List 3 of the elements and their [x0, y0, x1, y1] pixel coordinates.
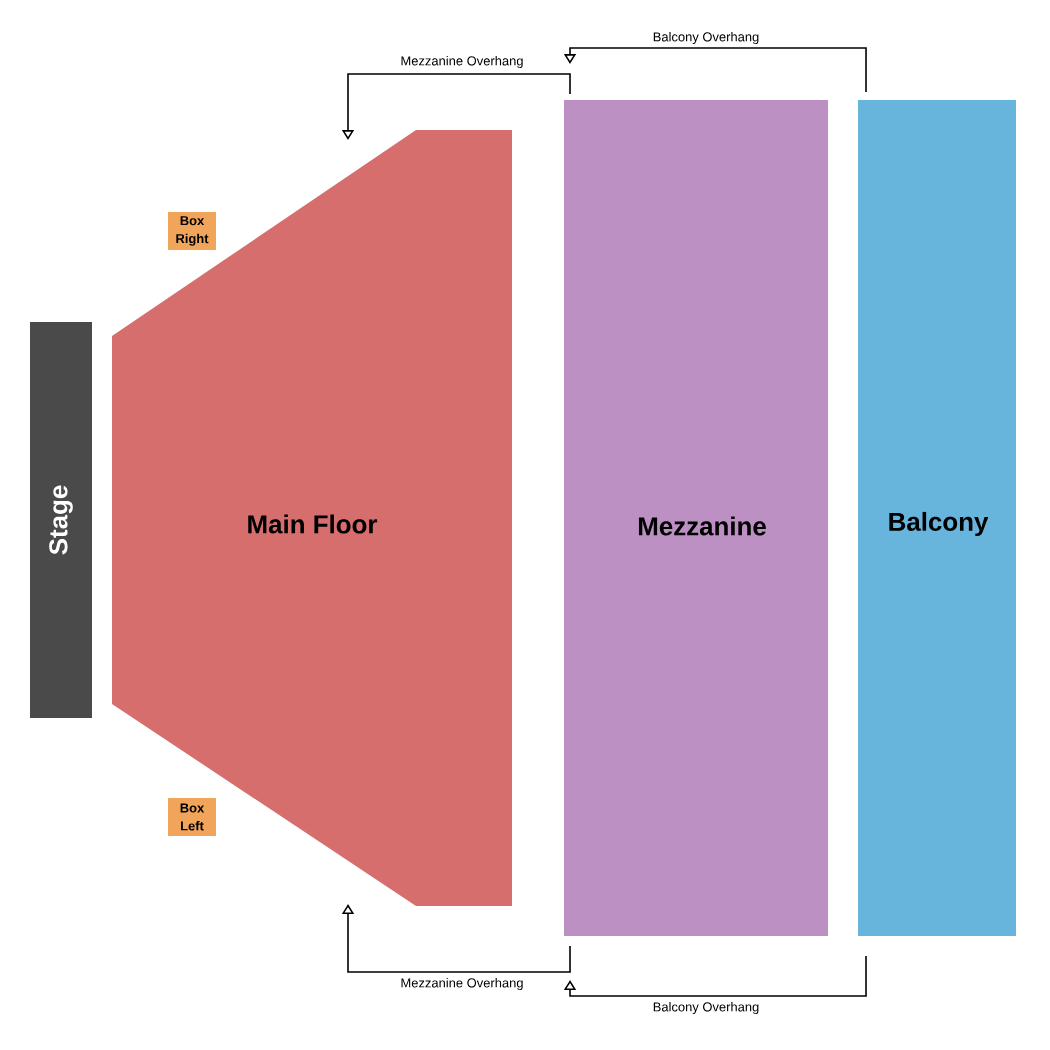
stage-block: Stage — [30, 322, 92, 718]
balcony-section: Balcony — [858, 100, 1016, 936]
mezzanine-section: Mezzanine — [564, 100, 828, 936]
